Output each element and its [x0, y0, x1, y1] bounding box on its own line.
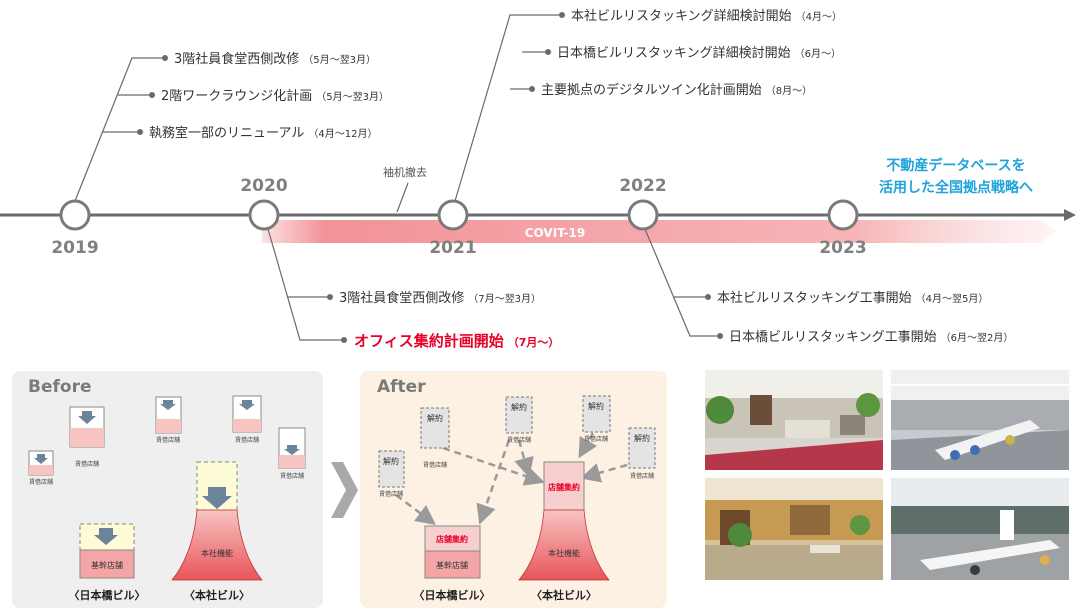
event-2022-1: 本社ビルリスタッキング工事開始（4月～翌5月） — [717, 290, 988, 306]
event-2021-2: 日本橋ビルリスタッキング詳細検討開始（6月～） — [557, 45, 841, 61]
chevron-right-icon — [331, 462, 358, 518]
svg-text:〈日本橋ビル〉: 〈日本橋ビル〉 — [69, 588, 146, 602]
svg-text:店舗集約: 店舗集約 — [436, 534, 468, 544]
svg-text:賃借店舗: 賃借店舗 — [507, 436, 531, 444]
svg-text:基幹店舗: 基幹店舗 — [436, 560, 468, 570]
event-2022-2: 日本橋ビルリスタッキング工事開始（6月～翌2月） — [729, 330, 1013, 345]
before-panel: Before 賃借店舗 賃借店舗 賃借店舗 賃借店舗 — [12, 371, 323, 608]
year-marker-2022 — [629, 201, 657, 229]
year-label-2019: 2019 — [51, 238, 98, 258]
cancelled-rental-building: 解約 賃借店舗 — [379, 451, 404, 498]
strategy-line-1: 不動産データベースを — [886, 157, 1025, 174]
office-photo-cafe — [705, 478, 883, 580]
svg-text:賃借店舗: 賃借店舗 — [630, 472, 654, 480]
strategy-line-2: 活用した全国拠点戦略へ — [879, 179, 1033, 196]
event-2019-1: 3階社員食堂西側改修（5月～翌3月） — [174, 51, 376, 67]
year-marker-2021 — [439, 201, 467, 229]
event-2020-2-highlight: オフィス集約計画開始（7月～） — [354, 332, 559, 350]
svg-text:本社機能: 本社機能 — [201, 548, 233, 558]
event-2019-2: 2階ワークラウンジ化計画（5月～翌3月） — [161, 88, 389, 104]
event-2021-1: 本社ビルリスタッキング詳細検討開始（4月～） — [571, 8, 842, 24]
covid-label: COVIT-19 — [525, 226, 586, 240]
svg-text:店舗集約: 店舗集約 — [548, 482, 580, 492]
svg-text:〈本社ビル〉: 〈本社ビル〉 — [184, 588, 250, 602]
side-event-label: 袖机撤去 — [383, 165, 427, 179]
svg-text:〈日本橋ビル〉: 〈日本橋ビル〉 — [414, 588, 491, 602]
covid-period-bar: COVIT-19 — [262, 220, 1056, 243]
svg-text:賃借店舗: 賃借店舗 — [280, 472, 304, 480]
event-2020-1: 3階社員食堂西側改修（7月～翌3月） — [339, 290, 541, 306]
svg-text:解約: 解約 — [588, 401, 604, 411]
nihonbashi-building-before: 基幹店舗 〈日本橋ビル〉 — [69, 524, 146, 602]
year-marker-2019 — [61, 201, 89, 229]
event-2021-3: 主要拠点のデジタルツイン化計画開始（8月～） — [541, 82, 812, 98]
after-panel: After 解約 賃借店舗 解約 賃借店舗 解約 賃借店舗 解 — [360, 371, 667, 608]
svg-text:賃借店舗: 賃借店舗 — [75, 460, 99, 468]
svg-text:賃借店舗: 賃借店舗 — [156, 436, 180, 444]
cancelled-rental-building: 解約 賃借店舗 — [506, 397, 532, 444]
rental-building: 賃借店舗 — [279, 428, 305, 480]
event-2019-3: 執務室一部のリニューアル（4月～12月） — [149, 125, 377, 141]
year-marker-2023 — [829, 201, 857, 229]
svg-text:賃借店舗: 賃借店舗 — [379, 490, 403, 498]
svg-text:本社機能: 本社機能 — [548, 548, 580, 558]
cancelled-rental-building: 解約 賃借店舗 — [629, 428, 655, 480]
after-title: After — [377, 377, 426, 397]
svg-text:賃借店舗: 賃借店舗 — [423, 461, 447, 469]
svg-text:解約: 解約 — [511, 402, 527, 412]
cancelled-rental-building: 解約 賃借店舗 — [583, 396, 610, 443]
svg-text:〈本社ビル〉: 〈本社ビル〉 — [531, 588, 597, 602]
before-title: Before — [28, 377, 91, 397]
year-label-2020: 2020 — [240, 176, 287, 196]
svg-text:解約: 解約 — [634, 433, 650, 443]
svg-text:賃借店舗: 賃借店舗 — [584, 435, 608, 443]
rental-building: 賃借店舗 — [156, 397, 181, 444]
timeline-axis — [0, 209, 1076, 221]
year-label-2021: 2021 — [429, 238, 476, 258]
rental-building: 賃借店舗 — [29, 451, 53, 486]
year-label-2023: 2023 — [819, 238, 866, 258]
year-label-2022: 2022 — [619, 176, 666, 196]
office-photo-lounge — [705, 370, 883, 470]
rental-building: 賃借店舗 — [233, 396, 261, 444]
year-marker-2020 — [250, 201, 278, 229]
office-photo-workspace — [891, 370, 1069, 470]
office-photo-desks — [891, 478, 1069, 580]
nihonbashi-building-after: 店舗集約 基幹店舗 〈日本橋ビル〉 — [414, 526, 491, 602]
svg-text:賃借店舗: 賃借店舗 — [29, 478, 53, 486]
svg-text:解約: 解約 — [427, 413, 443, 423]
svg-text:賃借店舗: 賃借店舗 — [235, 436, 259, 444]
svg-text:解約: 解約 — [383, 456, 399, 466]
svg-text:基幹店舗: 基幹店舗 — [91, 560, 123, 570]
